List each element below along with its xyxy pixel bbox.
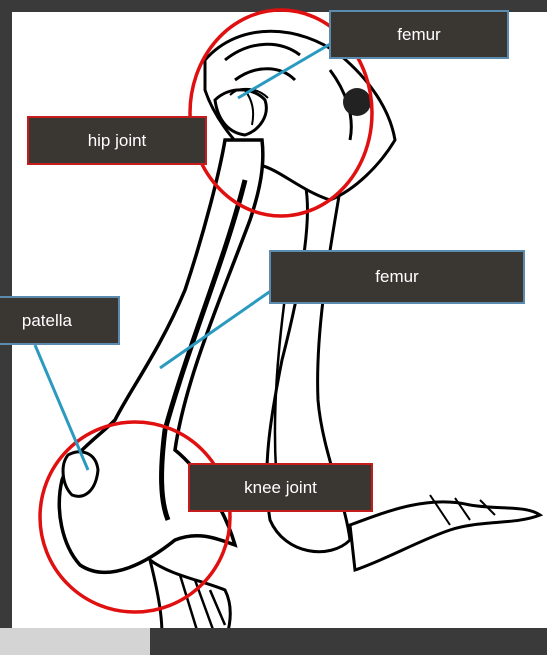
- pelvis-socket: [343, 88, 371, 116]
- label-patella: patella: [0, 296, 120, 345]
- label-knee-joint: knee joint: [188, 463, 373, 512]
- label-hip-joint: hip joint: [27, 116, 207, 165]
- label-femur-top: femur: [329, 10, 509, 59]
- frame-bottom-border: [0, 628, 547, 655]
- patella-shape: [63, 452, 98, 497]
- foot-fragment: [350, 502, 540, 570]
- frame-bottom-lip: [0, 628, 150, 655]
- leader-patella: [35, 345, 88, 470]
- label-femur-mid: femur: [269, 250, 525, 304]
